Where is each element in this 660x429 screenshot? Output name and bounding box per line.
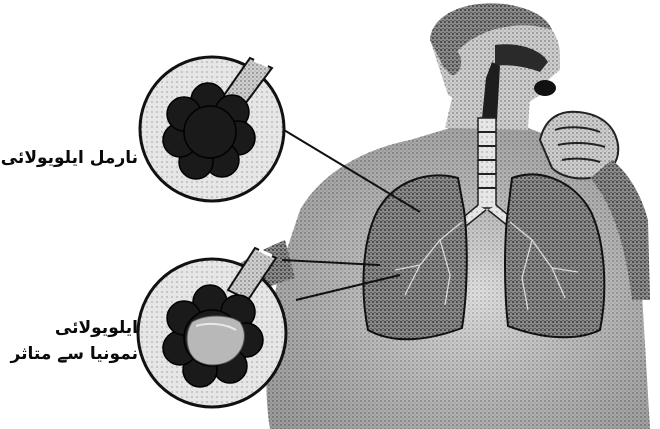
label-pneumonia-affected: نمونیا سے متاثر: [10, 342, 138, 366]
man-figure: [225, 3, 650, 429]
ear: [445, 49, 461, 75]
label-affected-alveoli: ایلویولائی: [10, 316, 138, 340]
pneumonia-alveolus-callout: [138, 248, 286, 407]
mouth: [534, 80, 556, 96]
label-normal-alveoli: نارمل ایلویولائی: [10, 146, 138, 170]
normal-alveolus-callout: [140, 57, 284, 201]
